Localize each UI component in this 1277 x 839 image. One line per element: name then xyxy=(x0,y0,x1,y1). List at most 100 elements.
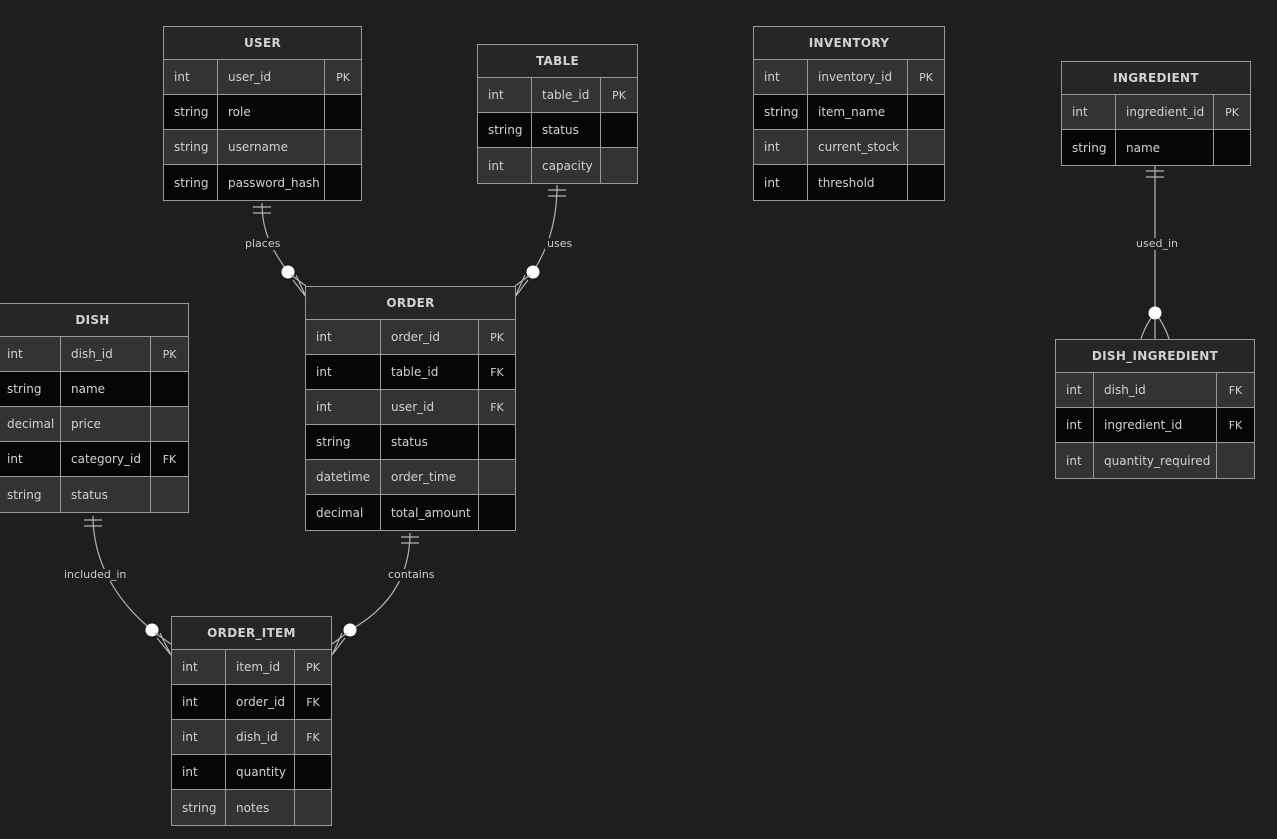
attribute-key xyxy=(295,790,331,825)
cardinality-zero-circle xyxy=(526,265,540,279)
attribute-type: int xyxy=(306,390,381,424)
attribute-type: string xyxy=(164,165,218,200)
entity-title-order_item: ORDER_ITEM xyxy=(172,617,331,650)
relationship-label-used_in: used_in xyxy=(1134,237,1180,250)
attribute-type: int xyxy=(754,165,808,200)
crows-foot-icon xyxy=(514,274,531,298)
attribute-name: quantity_required xyxy=(1094,443,1217,478)
attribute-name: category_id xyxy=(61,442,151,476)
attribute-type: int xyxy=(172,720,226,754)
relationship-used_in xyxy=(1140,166,1170,340)
attribute-type: int xyxy=(1062,95,1116,129)
attribute-type: int xyxy=(172,685,226,719)
attribute-name: item_name xyxy=(808,95,908,129)
attribute-key: PK xyxy=(336,70,350,84)
attribute-key: FK xyxy=(490,400,504,414)
attribute-type: int xyxy=(306,355,381,389)
relationship-label-places: places xyxy=(243,237,283,250)
attribute-key xyxy=(479,495,515,530)
attribute-name: order_time xyxy=(381,460,479,494)
attribute-name: name xyxy=(61,372,151,406)
attribute-name: dish_id xyxy=(61,337,151,371)
entity-title-inventory: INVENTORY xyxy=(754,27,944,60)
cardinality-zero-circle xyxy=(281,265,295,279)
attribute-name: item_id xyxy=(226,650,295,684)
attribute-type: int xyxy=(478,78,532,112)
attribute-name: order_id xyxy=(226,685,295,719)
attribute-name: table_id xyxy=(381,355,479,389)
attribute-name: user_id xyxy=(381,390,479,424)
attribute-name: password_hash xyxy=(218,165,325,200)
attribute-name: price xyxy=(61,407,151,441)
attribute-key xyxy=(908,165,944,200)
attribute-key: PK xyxy=(612,88,626,102)
attribute-type: string xyxy=(0,477,61,512)
attribute-name: status xyxy=(532,113,601,147)
attribute-name: total_amount xyxy=(381,495,479,530)
attribute-type: string xyxy=(0,372,61,406)
attribute-name: threshold xyxy=(808,165,908,200)
attribute-key: FK xyxy=(306,695,320,709)
attribute-type: int xyxy=(172,650,226,684)
attribute-key xyxy=(601,148,637,183)
attribute-key: PK xyxy=(490,330,504,344)
attribute-type: string xyxy=(306,425,381,459)
cardinality-zero-circle xyxy=(343,623,357,637)
attribute-type: int xyxy=(0,442,61,476)
attribute-key xyxy=(151,477,188,512)
attribute-key xyxy=(325,95,361,129)
attribute-name: current_stock xyxy=(808,130,908,164)
relationship-places xyxy=(253,202,307,298)
attribute-type: int xyxy=(0,337,61,371)
crows-foot-icon xyxy=(331,632,348,656)
attribute-name: notes xyxy=(226,790,295,825)
attribute-key xyxy=(1217,443,1254,478)
attribute-key xyxy=(908,130,944,164)
entity-title-user: USER xyxy=(164,27,361,60)
attribute-type: datetime xyxy=(306,460,381,494)
relationship-contains xyxy=(331,532,419,656)
attribute-type: int xyxy=(754,60,808,94)
